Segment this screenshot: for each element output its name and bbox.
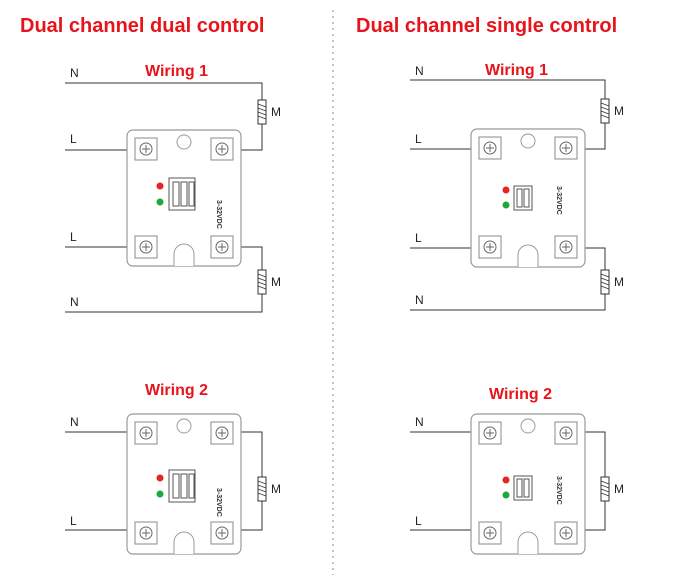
- label-m-right-w2: M: [614, 482, 624, 496]
- motor-coil-icon: [257, 476, 267, 502]
- wiring-label-left-2: Wiring 2: [145, 382, 208, 399]
- relay-module-right-2: [470, 413, 586, 555]
- label-l-right-w1-top: L: [415, 132, 422, 146]
- motor-coil-icon: [600, 269, 610, 295]
- diagram-left-wiring-1: [65, 82, 263, 313]
- label-m-left-w1-bottom: M: [271, 275, 281, 289]
- heading-single-control: Dual channel single control: [356, 15, 617, 37]
- label-n-left-w2: N: [70, 415, 79, 429]
- wiring-label-left-1: Wiring 1: [145, 63, 208, 80]
- heading-dual-control: Dual channel dual control: [20, 15, 264, 37]
- label-l-right-w2: L: [415, 514, 422, 528]
- voltage-label: 3-32VDC: [215, 488, 222, 517]
- label-n-left-w1-bottom: N: [70, 295, 79, 309]
- voltage-label: 3-32VDC: [215, 200, 222, 229]
- label-n-right-w1-bottom: N: [415, 293, 424, 307]
- voltage-label: 3-32VDC: [555, 186, 562, 215]
- motor-coil-icon: [600, 476, 610, 502]
- label-m-left-w2: M: [271, 482, 281, 496]
- label-n-right-w1-top: N: [415, 64, 424, 78]
- motor-coil-icon: [257, 269, 267, 295]
- label-l-left-w1-top: L: [70, 132, 77, 146]
- label-n-left-w1-top: N: [70, 66, 79, 80]
- voltage-label: 3-32VDC: [555, 476, 562, 505]
- wiring-label-right-2: Wiring 2: [489, 386, 552, 403]
- wiring-label-right-1: Wiring 1: [485, 62, 548, 79]
- relay-module-right-1: [470, 128, 586, 268]
- label-l-right-w1-bottom: L: [415, 231, 422, 245]
- relay-module-left-2: [126, 413, 242, 555]
- label-m-left-w1-top: M: [271, 105, 281, 119]
- motor-coil-icon: [257, 99, 267, 125]
- label-n-right-w2: N: [415, 415, 424, 429]
- label-l-left-w2: L: [70, 514, 77, 528]
- motor-coil-icon: [600, 98, 610, 124]
- label-l-left-w1-bottom: L: [70, 230, 77, 244]
- diagram-left-wiring-2: [65, 431, 263, 531]
- label-m-right-w1-top: M: [614, 104, 624, 118]
- label-m-right-w1-bottom: M: [614, 275, 624, 289]
- relay-module-left-1: [126, 129, 242, 267]
